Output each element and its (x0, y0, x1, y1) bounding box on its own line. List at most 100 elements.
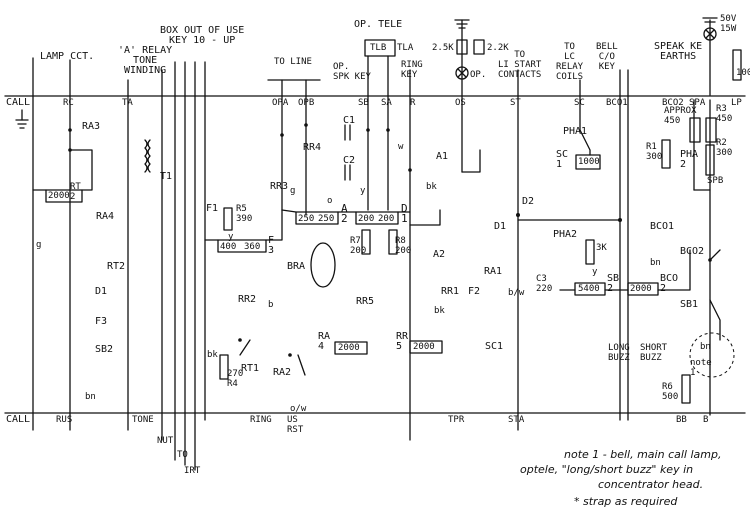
label-rr5-box: RR 5 (396, 331, 409, 352)
label-bra: BRA (287, 261, 306, 272)
bus-label-nut: NUT (157, 436, 174, 446)
label-c3: C3 220 (536, 274, 553, 294)
label-r1: R1 300 (646, 142, 663, 162)
wire-bn-right: bn (650, 258, 661, 268)
label-bco1: BCO1 (650, 221, 675, 232)
label-pha2: PHA2 (553, 229, 578, 240)
bus-label-bco2: BCO2 (662, 98, 684, 108)
label-t1: T1 (160, 171, 173, 182)
bus-label-call-top: CALL (6, 97, 31, 108)
wire-g-left: g (36, 240, 42, 250)
bus-label-spa: SPA (689, 98, 706, 108)
label-sb-val: 5400 (578, 284, 600, 294)
label-sb: SB 2 (607, 273, 620, 294)
bus-label-r: R (410, 98, 416, 108)
wire-w: w (398, 142, 404, 152)
label-d1-mid: D1 (494, 221, 507, 232)
label-r7: R7 200 (350, 236, 367, 256)
label-pha: PHA 2 (680, 149, 699, 170)
bus-label-us-rst: US RST (287, 415, 304, 435)
label-3k: 3K (596, 243, 607, 253)
note-line-1: note 1 - bell, main call lamp, (564, 448, 722, 461)
bus-label-lp: LP (731, 98, 742, 108)
label-sb1: SB1 (680, 299, 699, 310)
label-ra: RA 4 (318, 331, 331, 352)
wire-g-mid: g (290, 186, 296, 196)
label-d1-left: D1 (95, 286, 108, 297)
label-c1: C1 (343, 115, 356, 126)
label-rr1: RR1 (441, 286, 460, 297)
wire-o: o (327, 196, 333, 206)
label-ra2: RA2 (273, 367, 292, 378)
bus-label-tone: TONE (132, 415, 154, 425)
label-rt2-cap: RT 2 (70, 182, 81, 202)
label-bco: BCO 2 (660, 273, 679, 294)
bus-label-sta: STA (508, 415, 525, 425)
bus-label-spb: SPB (707, 176, 724, 186)
label-r3: R3 450 (716, 104, 733, 124)
label-rr3: RR3 (270, 181, 289, 192)
label-f2: F2 (468, 286, 481, 297)
bus-label-bco1: BCO1 (606, 98, 628, 108)
label-r4: 270 R4 (227, 369, 244, 389)
label-f-v2: 360 (244, 242, 261, 252)
heading-res-22k: 2.2K (487, 43, 509, 53)
heading-box-out: BOX OUT OF USE KEY 10 - UP (160, 25, 245, 46)
label-r8: R8 200 (395, 236, 412, 256)
wire-bk-mid: bk (426, 182, 437, 192)
heading-ring-key: RING KEY (401, 60, 423, 80)
label-a2: A2 (433, 249, 446, 260)
heading-to-lc-relay: TO LC RELAY COILS (556, 42, 584, 82)
label-ra1: RA1 (484, 266, 503, 277)
label-rr5-box-val: 2000 (413, 342, 435, 352)
bus-label-call-bottom: CALL (6, 414, 31, 425)
label-rr4: RR4 (303, 142, 322, 153)
label-f-v1: 400 (220, 242, 237, 252)
label-note-ref: note 1 (690, 358, 712, 378)
bus-label-rc: RC (63, 98, 74, 108)
label-bco2-mid: BCO2 (680, 246, 705, 257)
heading-tla: TLA (397, 43, 414, 53)
bus-label-ring: RING (250, 415, 272, 425)
heading-to-li-start: TO LI START CONTACTS (498, 50, 542, 80)
label-short-buzz: SHORT BUZZ (640, 343, 668, 363)
wire-b: b (268, 300, 274, 310)
note-line-3: concentrator head. (598, 478, 704, 491)
heading-lamp-cct: LAMP CCT. (40, 51, 95, 62)
heading-op-tele: OP. TELE (354, 19, 403, 30)
wire-bk-rr1: bk (434, 306, 445, 316)
heading-speak-earths: SPEAK KE EARTHS (654, 41, 703, 62)
label-rt2: RT2 (107, 261, 126, 272)
label-r6: R6 500 (662, 382, 679, 402)
label-approx: APPROX 450 (664, 106, 697, 126)
wire-bn-bottom: bn (700, 342, 711, 352)
label-a: A 2 (341, 202, 348, 225)
label-f1: F1 (206, 203, 219, 214)
heading-lamp-op: OP. (470, 70, 487, 80)
label-c2: C2 (343, 155, 356, 166)
label-rr5: RR5 (356, 296, 375, 307)
label-sc1: SC1 (485, 341, 504, 352)
bus-label-rus: RUS (56, 415, 73, 425)
wire-y: y (228, 232, 234, 242)
label-pha1: PHA1 (563, 126, 588, 137)
bus-label-ta: TA (122, 98, 133, 108)
bus-label-sb: SB (358, 98, 369, 108)
heading-tlb: TLB (370, 43, 387, 53)
label-ra-val: 2000 (338, 343, 360, 353)
wire-ow: o/w (290, 404, 307, 414)
label-r2: R2 300 (716, 138, 733, 158)
bus-label-to: TO (177, 450, 188, 460)
bus-label-sa: SA (381, 98, 392, 108)
label-a1: A1 (436, 151, 449, 162)
label-ra3: RA3 (82, 121, 101, 132)
wire-y-mid: y (360, 186, 366, 196)
label-sc-val: 1000 (578, 157, 600, 167)
label-sb2-left: SB2 (95, 344, 114, 355)
label-f3: F3 (95, 316, 108, 327)
bus-label-opb: OPB (298, 98, 315, 108)
label-bco-val: 2000 (630, 284, 652, 294)
bus-label-sc: SC (574, 98, 585, 108)
label-d: D 1 (401, 202, 408, 225)
